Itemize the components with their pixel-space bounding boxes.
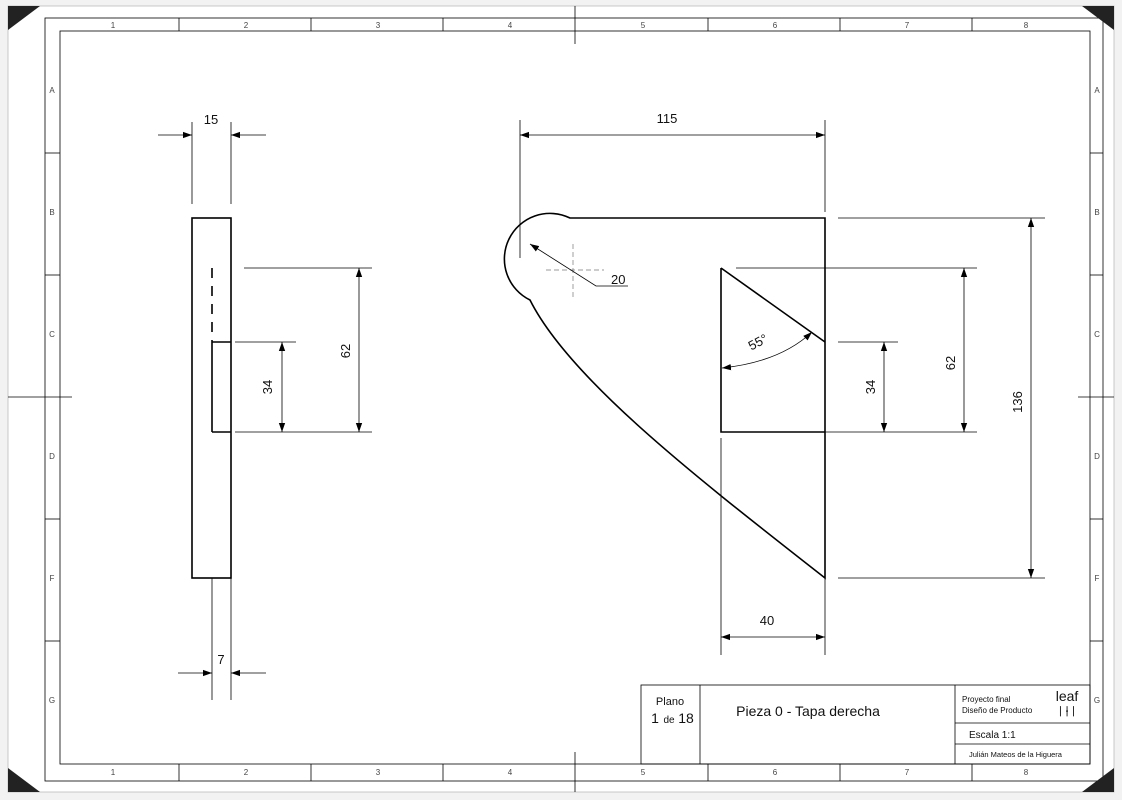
- zone-row-right-b: B: [1094, 208, 1099, 217]
- side-view-outline: [191, 217, 232, 579]
- leaf-logo: leaf: [1056, 688, 1079, 704]
- project-line-1: Proyecto final: [962, 695, 1011, 704]
- zone-labels: 1 2 3 4 5 6 7 8 1 2 3 4 5 6 7 8 A B C D …: [49, 21, 1100, 777]
- zone-col-bottom-3: 3: [376, 768, 381, 777]
- zone-row-left-c: C: [49, 330, 55, 339]
- zone-col-bottom-1: 1: [111, 768, 116, 777]
- dim-side-step: 7: [217, 652, 224, 667]
- dim-side-inner-height: 34: [260, 380, 275, 394]
- sheet-total: 18: [678, 710, 694, 726]
- sheet-paper: [7, 5, 1115, 793]
- zone-row-right-a: A: [1094, 86, 1100, 95]
- corner-mark-bottom-right: [1082, 768, 1114, 792]
- zone-col-top-6: 6: [773, 21, 778, 30]
- zone-row-left-f: F: [50, 574, 55, 583]
- dim-side-thickness: 15: [204, 112, 218, 127]
- zone-col-bottom-8: 8: [1024, 768, 1029, 777]
- front-view: 20 115 55° 34 62 136 40: [503, 111, 1045, 655]
- radius-leader: [529, 243, 628, 287]
- zone-row-left-b: B: [49, 208, 54, 217]
- zone-row-left-g: G: [49, 696, 55, 705]
- plano-label: Plano: [656, 696, 684, 708]
- zone-row-right-f: F: [1095, 574, 1100, 583]
- sheet-of: de: [663, 715, 675, 726]
- zone-col-bottom-4: 4: [508, 768, 513, 777]
- zone-col-top-3: 3: [376, 21, 381, 30]
- zone-col-top-5: 5: [641, 21, 646, 30]
- zone-col-top-7: 7: [905, 21, 910, 30]
- zone-dividers: [45, 18, 1103, 781]
- title-block: Plano 1 de 18 Pieza 0 - Tapa derecha Pro…: [640, 684, 1091, 765]
- author-name: Julián Mateos de la Higuera: [969, 750, 1063, 759]
- zone-row-left-a: A: [49, 86, 55, 95]
- angle-arc: [721, 331, 813, 371]
- dim-front-window-height: 62: [943, 356, 958, 370]
- dim-front-bottom-width: 40: [760, 613, 774, 628]
- dim-front-radius: 20: [611, 272, 625, 287]
- front-view-window: [720, 267, 826, 433]
- dim-front-inner-height: 34: [863, 380, 878, 394]
- zone-row-right-g: G: [1094, 696, 1100, 705]
- corner-mark-top-left: [8, 6, 40, 30]
- dim-front-total-height: 136: [1010, 391, 1025, 413]
- scale-label: Escala 1:1: [969, 730, 1016, 741]
- zone-col-top-4: 4: [508, 21, 513, 30]
- corner-mark-bottom-left: [8, 768, 40, 792]
- outer-border: [44, 17, 1104, 782]
- leaf-logo-mark: ᛁᚽᛁ: [1057, 706, 1077, 718]
- zone-col-top-1: 1: [111, 21, 116, 30]
- zone-row-left-d: D: [49, 452, 55, 461]
- zone-col-bottom-7: 7: [905, 768, 910, 777]
- zone-col-top-8: 8: [1024, 21, 1029, 30]
- zone-row-right-d: D: [1094, 452, 1100, 461]
- zone-col-top-2: 2: [244, 21, 249, 30]
- zone-row-right-c: C: [1094, 330, 1100, 339]
- front-view-outline: [503, 212, 826, 580]
- corner-mark-top-right: [1082, 6, 1114, 30]
- zone-col-bottom-2: 2: [244, 768, 249, 777]
- side-view: 15 7 62 34: [158, 112, 372, 700]
- project-line-2: Diseño de Producto: [962, 706, 1033, 715]
- sheet-number: 1: [651, 710, 659, 726]
- dim-front-width: 115: [657, 111, 678, 126]
- part-title: Pieza 0 - Tapa derecha: [736, 703, 880, 719]
- zone-col-bottom-5: 5: [641, 768, 646, 777]
- dim-side-slot-height: 62: [338, 344, 353, 358]
- zone-col-bottom-6: 6: [773, 768, 778, 777]
